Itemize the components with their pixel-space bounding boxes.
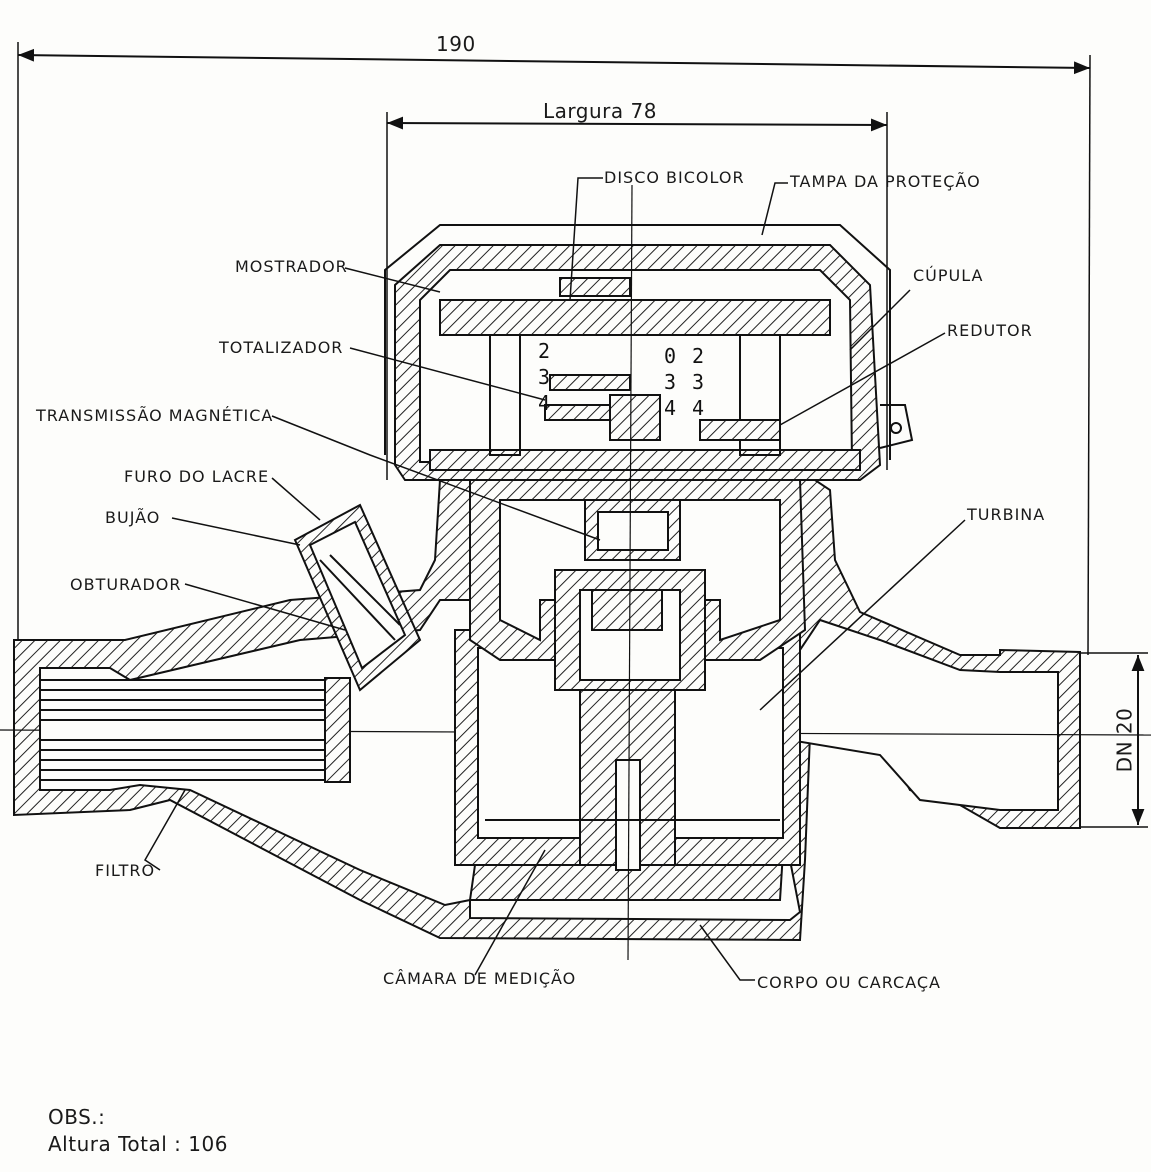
center-axis — [627, 184, 633, 961]
dimension-line-190 — [17, 42, 1091, 720]
label-furo-lacre: FURO DO LACRE — [124, 467, 270, 486]
label-disco-bicolor: DISCO BICOLOR — [604, 168, 745, 187]
label-transmissao: TRANSMISSÃO MAGNÉTICA — [36, 406, 274, 425]
label-totalizador: TOTALIZADOR — [219, 338, 344, 357]
counter-digit: 4 — [538, 391, 551, 415]
dimension-overall-length: 190 — [436, 32, 476, 56]
counter-digit: 3 — [538, 365, 551, 389]
notes-obs: OBS.: — [48, 1105, 106, 1129]
dimension-line-dn — [1080, 652, 1148, 828]
filter-element — [39, 677, 351, 783]
label-filtro: FILTRO — [95, 861, 156, 880]
counter-digit: 4 — [692, 396, 705, 420]
label-corpo: CORPO OU CARCAÇA — [757, 973, 941, 992]
label-tampa: TAMPA DA PROTEÇÃO — [790, 172, 981, 191]
counter-digits-middle: 0 3 4 — [664, 343, 684, 421]
counter-digit: 0 — [664, 344, 677, 368]
label-camara: CÂMARA DE MEDIÇÃO — [383, 969, 577, 988]
counter-digit: 2 — [692, 344, 705, 368]
dimension-nominal-diameter: DN 20 — [1112, 707, 1137, 773]
transmission-housing — [469, 479, 807, 691]
counter-digit: 2 — [538, 339, 551, 363]
leader-lines — [144, 177, 966, 981]
counter-digit: 3 — [664, 370, 677, 394]
label-obturador: OBTURADOR — [70, 575, 182, 594]
dimension-width: Largura 78 — [543, 99, 657, 123]
counter-digit: 4 — [664, 396, 677, 420]
plug-assembly — [293, 503, 422, 692]
counter-digit: 3 — [692, 370, 705, 394]
register-cupola — [384, 224, 914, 481]
notes-altura-total: Altura Total : 106 — [48, 1132, 228, 1156]
counter-digits-right: 2 3 4 — [692, 343, 712, 421]
counter-digits-left: 2 3 4 — [538, 338, 558, 416]
label-cupula: CÚPULA — [913, 266, 984, 285]
label-bujao: BUJÃO — [105, 508, 161, 527]
label-turbina: TURBINA — [967, 505, 1046, 524]
dimension-line-width — [386, 112, 888, 480]
label-mostrador: MOSTRADOR — [235, 257, 348, 276]
label-redutor: REDUTOR — [947, 321, 1033, 340]
